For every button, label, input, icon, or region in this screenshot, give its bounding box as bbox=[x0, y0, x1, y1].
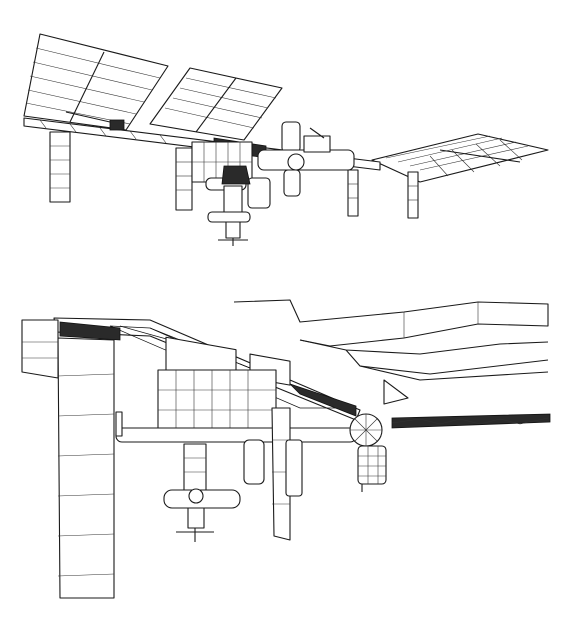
closeup-docked-vehicles bbox=[163, 443, 241, 542]
station-closeup-drawing bbox=[21, 299, 551, 599]
closeup-left-radiator bbox=[21, 319, 115, 599]
station-overview-drawing bbox=[23, 33, 549, 246]
closeup-node-module bbox=[349, 379, 409, 492]
left-solar-array bbox=[23, 33, 169, 131]
closeup-module-block bbox=[115, 369, 357, 443]
radiator-panels bbox=[49, 131, 419, 219]
closeup-upper-solar-wing bbox=[233, 299, 549, 381]
center-left-solar-array bbox=[149, 67, 283, 141]
station-overview-illustration bbox=[0, 0, 576, 260]
right-solar-array bbox=[371, 133, 549, 183]
closeup-center-radiators bbox=[243, 407, 303, 541]
pressurized-modules bbox=[191, 121, 355, 246]
station-closeup-illustration bbox=[0, 280, 576, 620]
closeup-right-solar-wing bbox=[391, 413, 551, 429]
